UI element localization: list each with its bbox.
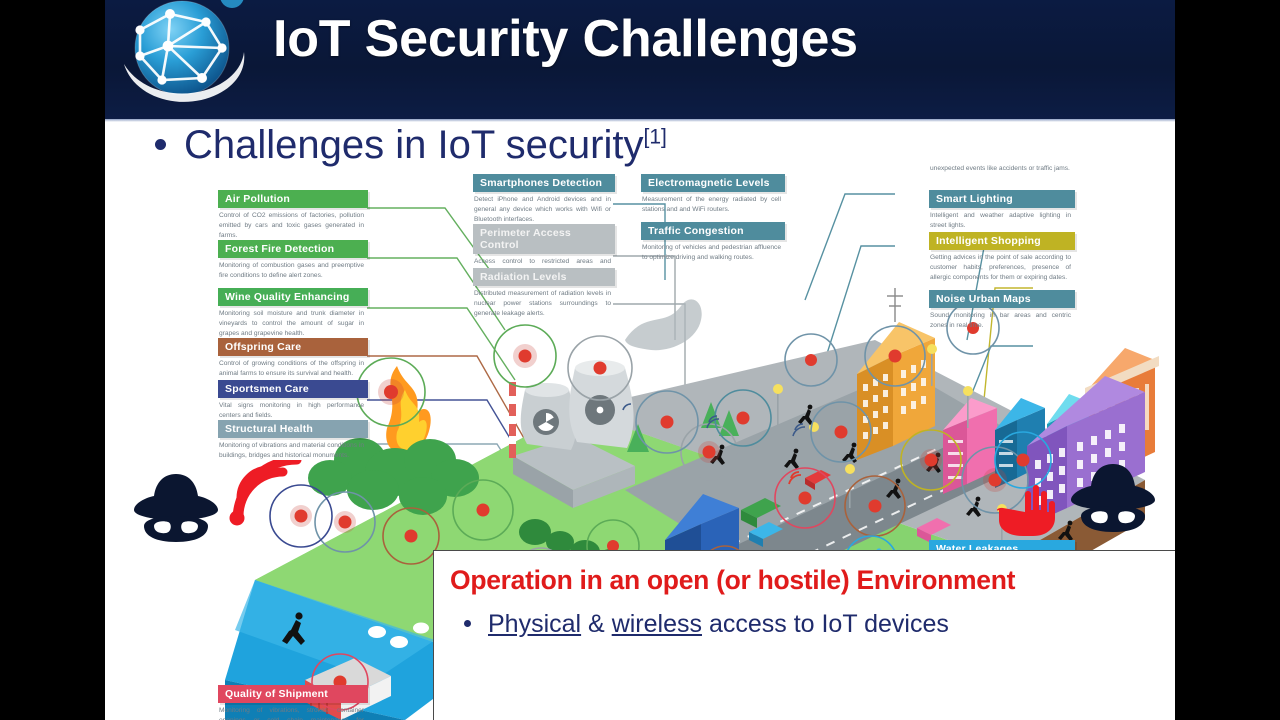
label-card-radiation-levels: Radiation Levels Distributed measurement… [473,268,615,319]
card-body: Monitoring of vehicles and pedestrian af… [642,243,781,261]
label-card-sportsmen-care: Sportsmen Care Vital signs monitoring in… [218,380,368,421]
label-card-smart-lighting: Smart Lighting Intelligent and weather a… [929,190,1075,231]
callout-term-wireless: wireless [611,610,702,638]
label-card-air-pollution: Air Pollution Control of CO2 emissions o… [218,190,368,241]
card-title: Air Pollution [218,190,368,208]
label-card-forest-fire-detection: Forest Fire Detection Monitoring of comb… [218,240,368,281]
label-card-traffic-jams-fragment: unexpected events like accidents or traf… [929,164,1075,174]
hacker-spy-icon [130,470,222,544]
callout-bullet: Physical & wireless access to IoT device… [450,610,1175,639]
globe-network-icon [110,0,255,126]
label-card-intelligent-shopping: Intelligent Shopping Getting advices in … [929,232,1075,283]
card-title: Forest Fire Detection [218,240,368,258]
callout-title: Operation in an open (or hostile) Enviro… [450,565,1016,595]
callout-bullet-rest: access to IoT devices [708,610,949,638]
slide-header: IoT Security Challenges [105,0,1175,122]
stop-hand-icon [993,482,1057,540]
bullet-dot-icon [155,139,166,150]
callout-bullet-text: Physical & wireless access to IoT device… [488,610,949,639]
label-card-structural-health: Structural Health Monitoring of vibratio… [218,420,368,461]
label-card-electromagnetic-levels: Electromagnetic Levels Measurement of th… [641,174,785,215]
label-card-wine-quality-enhancing: Wine Quality Enhancing Monitoring soil m… [218,288,368,339]
card-body: Control of growing conditions of the off… [219,359,364,377]
bullet-dot-icon [464,620,471,627]
card-title: Smart Lighting [929,190,1075,208]
card-body: Distributed measurement of radiation lev… [474,289,611,317]
card-title: Noise Urban Maps [929,290,1075,308]
heading-text: Challenges in IoT security[1] [184,123,667,167]
card-title: Radiation Levels [473,268,615,286]
heading-reference: [1] [643,125,667,149]
wifi-signal-icon [225,455,311,530]
card-body: Measurement of the energy radiated by ce… [642,195,781,213]
label-card-noise-urban-maps: Noise Urban Maps Sound monitoring in bar… [929,290,1075,331]
card-title: Smartphones Detection [473,174,615,192]
card-title: Wine Quality Enhancing [218,288,368,306]
hacker-spy-icon [1067,460,1159,534]
label-card-quality-of-shipment: Quality of Shipment Monitoring of vibrat… [218,685,368,720]
label-card-offspring-care: Offspring Care Control of growing condit… [218,338,368,379]
card-title: Traffic Congestion [641,222,785,240]
card-title: Perimeter Access Control [473,224,615,254]
card-body: Detect iPhone and Android devices and in… [474,195,611,223]
card-body: Monitoring soil moisture and trunk diame… [219,309,364,337]
card-body: Intelligent and weather adaptive lightin… [930,211,1071,229]
callout-ampersand: & [588,610,605,638]
card-title: Structural Health [218,420,368,438]
label-card-smartphones-detection: Smartphones Detection Detect iPhone and … [473,174,615,225]
card-title: Offspring Care [218,338,368,356]
card-body: Monitoring of vibrations, strokes, conta… [219,706,364,720]
slide-canvas: IoT Security Challenges Challenges in Io… [105,0,1175,720]
callout-box: Operation in an open (or hostile) Enviro… [433,550,1175,720]
card-body: Control of CO2 emissions of factories, p… [219,211,364,239]
label-card-traffic-congestion: Traffic Congestion Monitoring of vehicle… [641,222,785,263]
callout-term-physical: Physical [488,610,582,638]
card-body: Monitoring of combustion gases and preem… [219,261,364,279]
card-body: Getting advices in the point of sale acc… [930,253,1071,281]
card-title: Sportsmen Care [218,380,368,398]
card-body: Sound monitoring in bar areas and centri… [930,311,1071,329]
card-title: Electromagnetic Levels [641,174,785,192]
card-body: unexpected events like accidents or traf… [930,165,1070,172]
card-body: Vital signs monitoring in high performan… [219,401,364,419]
card-title: Quality of Shipment [218,685,368,703]
card-title: Intelligent Shopping [929,232,1075,250]
card-body: Monitoring of vibrations and material co… [219,441,364,459]
page-title: IoT Security Challenges [273,10,858,68]
heading-bullet-line: Challenges in IoT security[1] [155,123,667,168]
